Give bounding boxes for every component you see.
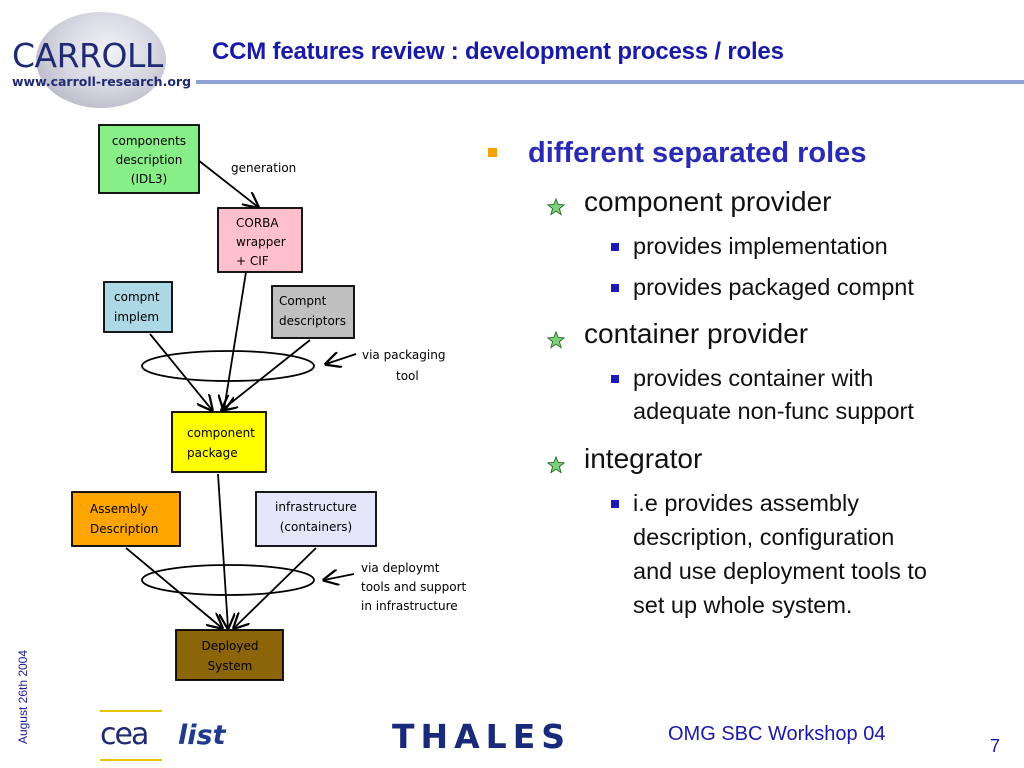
edge-corba-package bbox=[224, 271, 247, 410]
logo-word: CARROLL bbox=[12, 36, 163, 75]
star-bullet-icon bbox=[547, 331, 565, 349]
role-item-continued: set up whole system. bbox=[633, 592, 853, 618]
svg-text:(IDL3): (IDL3) bbox=[131, 172, 167, 186]
packaging-ellipse bbox=[141, 350, 315, 382]
thales-logo: THALES bbox=[392, 717, 572, 756]
svg-text:via packaging: via packaging bbox=[362, 348, 445, 362]
sub-bullet-icon bbox=[611, 243, 619, 251]
box-components-description: components description (IDL3) bbox=[98, 124, 200, 194]
role-item-continued: and use deployment tools to bbox=[633, 558, 927, 584]
sub-bullet-icon bbox=[611, 284, 619, 292]
svg-text:System: System bbox=[208, 659, 253, 673]
box-assembly-description: Assembly Description bbox=[71, 491, 181, 547]
main-bullet: different separated roles bbox=[528, 137, 867, 169]
slide-date: August 26th 2004 bbox=[16, 649, 30, 745]
svg-text:via deploymt: via deploymt bbox=[361, 561, 440, 575]
packaging-pointer bbox=[326, 354, 357, 364]
svg-text:infrastructure: infrastructure bbox=[275, 500, 357, 514]
svg-text:descriptors: descriptors bbox=[279, 314, 346, 328]
svg-text:tool: tool bbox=[396, 369, 419, 383]
svg-text:wrapper: wrapper bbox=[236, 235, 286, 249]
label-generation: generation bbox=[231, 161, 296, 175]
svg-text:in infrastructure: in infrastructure bbox=[361, 599, 458, 613]
title-rule bbox=[196, 80, 1024, 84]
process-diagram: components description (IDL3) CORBA wrap… bbox=[71, 124, 467, 681]
svg-text:CORBA: CORBA bbox=[236, 216, 279, 230]
role-item-continued: description, configuration bbox=[633, 524, 895, 550]
carroll-logo: CARROLL www.carroll-research.org bbox=[8, 8, 198, 108]
svg-text:Deployed: Deployed bbox=[201, 639, 258, 653]
box-corba-wrapper: CORBA wrapper + CIF bbox=[217, 207, 303, 273]
role-integrator: integrator bbox=[584, 443, 703, 474]
role-item: provides implementation bbox=[633, 233, 888, 259]
edge-descriptors-package bbox=[222, 339, 311, 410]
svg-text:compnt: compnt bbox=[114, 290, 160, 304]
star-bullet-icon bbox=[547, 456, 565, 474]
logo-oval bbox=[36, 12, 166, 108]
edge-assembly-deployed bbox=[125, 547, 222, 628]
svg-text:tools and support: tools and support bbox=[361, 580, 467, 594]
svg-text:components: components bbox=[112, 134, 186, 148]
sub-bullet-icon bbox=[611, 375, 619, 383]
logo-url: www.carroll-research.org bbox=[12, 74, 192, 89]
cea-logo: cea bbox=[100, 717, 149, 752]
edge-implem-package bbox=[149, 333, 212, 410]
list-logo: list bbox=[178, 720, 226, 751]
role-item-continued: adequate non-func support bbox=[633, 398, 914, 424]
star-bullet-icon bbox=[547, 198, 565, 216]
footer-event: OMG SBC Workshop 04 bbox=[668, 723, 886, 745]
main-bullet-icon bbox=[488, 148, 497, 157]
label-via-packaging: via packaging tool bbox=[362, 348, 445, 383]
slide-title: CCM features review : development proces… bbox=[212, 38, 784, 65]
cea-line-top bbox=[100, 710, 162, 712]
edge-package-deployed bbox=[217, 473, 228, 628]
svg-text:description: description bbox=[116, 153, 183, 167]
role-item: provides packaged compnt bbox=[633, 274, 914, 300]
svg-text:Compnt: Compnt bbox=[279, 294, 327, 308]
deploy-pointer bbox=[324, 574, 355, 580]
edge-infra-deployed bbox=[234, 547, 317, 628]
svg-text:implem: implem bbox=[114, 310, 159, 324]
role-container-provider: container provider bbox=[584, 318, 809, 349]
page-number: 7 bbox=[990, 736, 1001, 756]
svg-text:(containers): (containers) bbox=[280, 520, 352, 534]
label-via-deploymt: via deploymt tools and support in infras… bbox=[361, 561, 467, 613]
role-item: i.e provides assembly bbox=[633, 490, 859, 516]
role-component-provider: component provider bbox=[584, 186, 832, 217]
edge-generation bbox=[197, 159, 258, 207]
box-infrastructure: infrastructure (containers) bbox=[255, 491, 377, 547]
box-deployed-system: Deployed System bbox=[175, 629, 284, 681]
deploy-ellipse bbox=[141, 564, 315, 596]
box-compnt-implem: compnt implem bbox=[103, 281, 173, 333]
cea-line-bottom bbox=[100, 759, 162, 761]
box-compnt-descriptors: Compnt descriptors bbox=[271, 285, 355, 339]
svg-text:+ CIF: + CIF bbox=[236, 254, 269, 268]
box-component-package: component package bbox=[171, 411, 267, 473]
sub-bullet-icon bbox=[611, 500, 619, 508]
svg-text:Assembly: Assembly bbox=[90, 502, 148, 516]
svg-text:Description: Description bbox=[90, 522, 158, 536]
svg-text:package: package bbox=[187, 446, 238, 460]
svg-text:component: component bbox=[187, 426, 255, 440]
role-item: provides container with bbox=[633, 365, 874, 391]
